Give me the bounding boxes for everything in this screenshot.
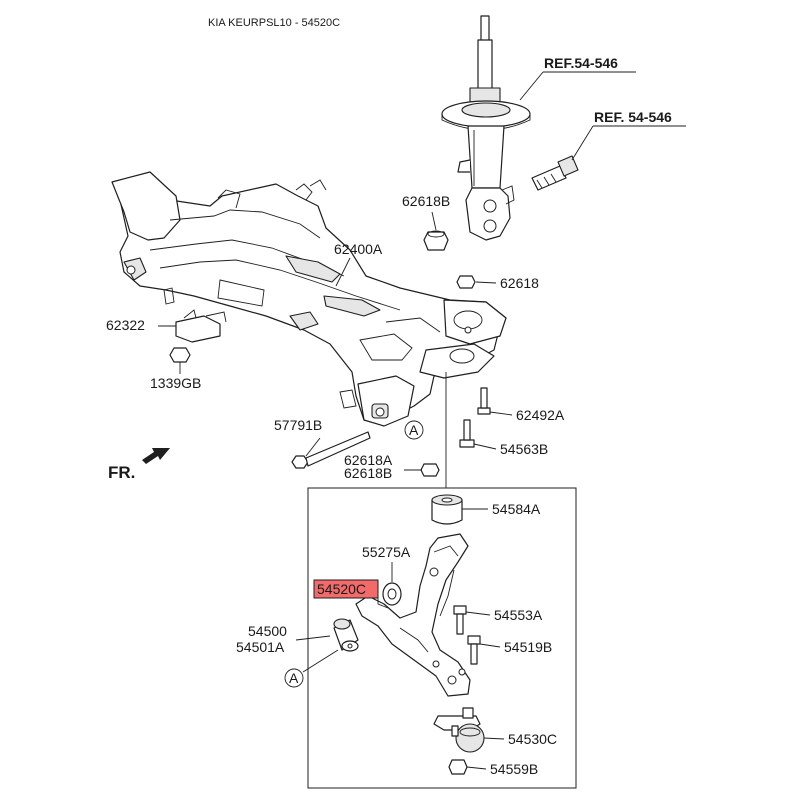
label-54519b: 54519B	[504, 639, 552, 655]
strut-assembly	[441, 15, 531, 241]
bushing-54584a	[431, 494, 463, 525]
strut-mounting-bolt	[531, 155, 579, 191]
callout-a-lower-text: A	[289, 670, 299, 686]
crossmember-subframe	[111, 171, 507, 427]
washer-55275a	[382, 582, 402, 606]
bolt-54519b	[467, 635, 481, 665]
lower-control-arm	[355, 533, 471, 697]
front-direction-label: FR.	[108, 463, 135, 482]
bolt-54553a	[453, 605, 467, 635]
label-62618b-upper: 62618B	[402, 193, 450, 209]
lower-arm-detail-box	[307, 487, 577, 789]
label-62322: 62322	[106, 317, 145, 333]
label-62400a: 62400A	[334, 241, 383, 257]
ref-label-lower: REF. 54-546	[594, 109, 672, 125]
label-54559b: 54559B	[490, 761, 538, 777]
bolt-62618	[456, 275, 476, 289]
nut-62618a	[420, 463, 440, 477]
ball-joint-54530c	[433, 707, 485, 753]
label-62618a: 62618A	[344, 452, 393, 468]
diagram-title: KIA KEURPSL10 - 54520C	[208, 17, 340, 29]
bolt-62492a	[477, 387, 491, 415]
highlight-54520c	[313, 579, 379, 599]
label-55275a: 55275A	[362, 544, 411, 560]
nut-54559b	[448, 759, 468, 775]
ref-label-upper: REF.54-546	[544, 55, 618, 71]
bushing-54501a	[333, 618, 359, 652]
callout-a-upper-text: A	[409, 422, 419, 438]
label-54563b: 54563B	[500, 441, 548, 457]
bracket-62322	[175, 309, 227, 343]
label-54553a: 54553A	[494, 607, 543, 623]
bolt-54563b	[459, 419, 475, 448]
label-54520c: 54520C	[317, 581, 366, 597]
nut-62618b-upper	[423, 230, 449, 251]
label-54501a: 54501A	[236, 639, 285, 655]
label-54584a: 54584A	[492, 501, 541, 517]
label-57791b: 57791B	[274, 417, 322, 433]
label-54500: 54500	[248, 623, 287, 639]
label-62618: 62618	[500, 275, 539, 291]
label-62618b-lower: 62618B	[344, 465, 392, 481]
label-1339gb: 1339GB	[150, 375, 201, 391]
callout-circle-a-lower	[284, 668, 304, 688]
label-54530c: 54530C	[508, 731, 557, 747]
front-arrow-icon	[142, 448, 170, 464]
callout-circle-a-upper	[404, 420, 424, 440]
bolt-57791b	[291, 431, 371, 469]
nut-1339gb	[169, 347, 191, 363]
label-62492a: 62492A	[516, 407, 565, 423]
